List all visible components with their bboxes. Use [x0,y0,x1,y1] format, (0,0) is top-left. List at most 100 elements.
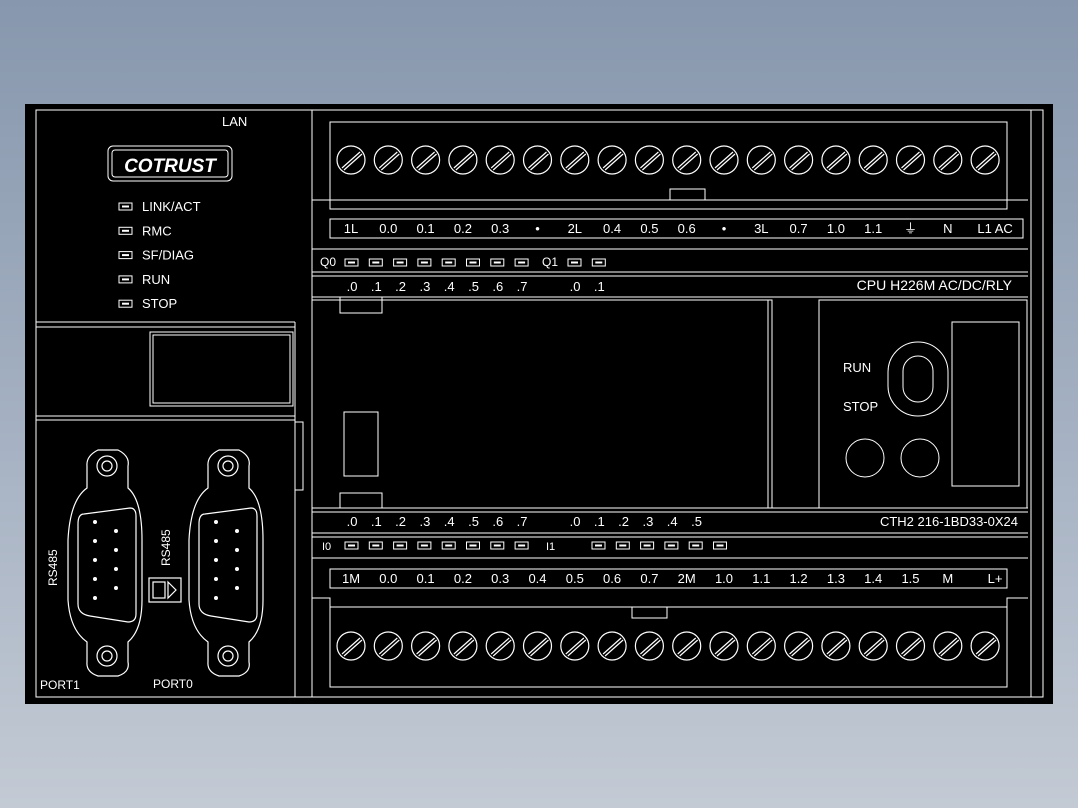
terminal-label: L1 AC [977,221,1012,236]
bottom-terminal-screw[interactable] [933,631,963,661]
bottom-terminal-screw[interactable] [448,631,478,661]
bottom-terminal-screw[interactable] [336,631,366,661]
port1-pin [214,558,218,562]
terminal-label: 0.1 [417,571,435,586]
top-terminal-screw[interactable] [746,145,776,175]
port1-pin [214,577,218,581]
port1-pin [235,567,239,571]
top-terminal-screw[interactable] [933,145,963,175]
top-terminal-screw[interactable] [895,145,926,175]
q1-led [567,258,582,267]
port1-pin [214,520,218,524]
terminal-label: 0.3 [491,221,509,236]
side-slot [343,411,379,477]
i1-led [664,541,679,550]
port0-pin [114,529,118,533]
terminal-label: 0.6 [678,221,696,236]
port0-pin [93,596,97,600]
top-terminal-screw[interactable] [672,145,702,175]
i1-bit-label: .2 [618,514,629,529]
bottom-terminal-screw[interactable] [522,631,553,661]
q0-label: Q0 [320,255,336,269]
terminal-label: N [943,221,952,236]
top-terminal-screw[interactable] [783,145,814,175]
port0-connector[interactable] [188,449,264,677]
q1-bit-label: .0 [570,279,581,294]
i1-bit-label: .1 [594,514,605,529]
part-number: CTH2 216-1BD33-0X24 [880,514,1018,529]
q0-bit-label: .0 [347,279,358,294]
i0-led [417,541,432,550]
top-terminal-screw[interactable] [373,145,403,175]
bottom-terminal-screw[interactable] [597,631,627,661]
terminal-label: L+ [988,571,1003,586]
top-terminal-screw[interactable] [858,145,888,175]
bottom-terminal-screw[interactable] [634,631,665,661]
i1-led [640,541,655,550]
q0-bit-label: .4 [444,279,455,294]
top-terminal-screw[interactable] [709,145,739,175]
terminal-label: 3L [754,221,768,236]
potentiometer-2[interactable] [900,438,940,478]
port-arrow-icon [148,577,182,603]
i0-led [466,541,480,550]
bottom-terminal-screw[interactable] [373,631,403,661]
bottom-terminal-screw[interactable] [746,631,776,661]
q0-bit-label: .3 [419,279,430,294]
i1-led [591,541,606,550]
port0-pin [114,548,118,552]
bottom-terminal-screw[interactable] [858,631,888,661]
status-label-1: RMC [142,223,172,238]
i1-bit-label: .0 [570,514,581,529]
top-terminal-screw[interactable] [336,145,366,175]
bottom-terminal-screw[interactable] [895,631,926,661]
status-led-stop [118,299,133,308]
q0-led [514,258,529,267]
drawing-panel [25,104,1053,704]
bottom-terminal-screw[interactable] [783,631,814,661]
top-terminal-screw[interactable] [970,145,1000,175]
port1-pin [214,596,218,600]
top-terminal-block [329,121,1008,201]
terminal-label: 0.2 [454,571,472,586]
top-terminal-screw[interactable] [485,145,515,175]
bottom-terminal-screw[interactable] [411,631,441,661]
i0-led [490,541,505,550]
i0-led [514,541,529,550]
top-terminal-screw[interactable] [448,145,478,175]
top-terminal-screw[interactable] [634,145,665,175]
i0-led [344,541,359,550]
top-terminal-screw[interactable] [560,145,590,175]
port1-connector[interactable] [67,449,143,677]
bottom-terminal-screw[interactable] [970,631,1000,661]
q0-led [417,258,432,267]
q0-bit-label: .2 [395,279,406,294]
i1-bit-label: .5 [691,514,702,529]
top-terminal-screw[interactable] [821,145,851,175]
terminal-label: 0.2 [454,221,472,236]
i1-bit-label: .3 [642,514,653,529]
port1-pin [235,548,239,552]
bottom-terminal-screw[interactable] [485,631,515,661]
port0-pin [93,539,97,543]
q0-bit-label: .7 [517,279,528,294]
top-terminal-screw[interactable] [411,145,441,175]
status-led-sfdiag [118,251,133,260]
i0-bit-label: .4 [444,514,455,529]
terminal-label: 2M [678,571,696,586]
run-stop-switch[interactable] [887,341,949,417]
bottom-terminal-screw[interactable] [672,631,702,661]
terminal-label: 0.3 [491,571,509,586]
i0-bit-label: .0 [347,514,358,529]
top-terminal-screw[interactable] [522,145,553,175]
status-label-0: LINK/ACT [142,199,201,214]
q0-led [393,258,408,267]
bottom-terminal-screw[interactable] [560,631,590,661]
i0-led [393,541,408,550]
potentiometer-1[interactable] [845,438,885,478]
switch-stop-label: STOP [843,399,878,414]
bottom-terminal-screw[interactable] [821,631,851,661]
bottom-terminal-screw[interactable] [709,631,739,661]
top-terminal-screw[interactable] [597,145,627,175]
port0-pin [93,558,97,562]
